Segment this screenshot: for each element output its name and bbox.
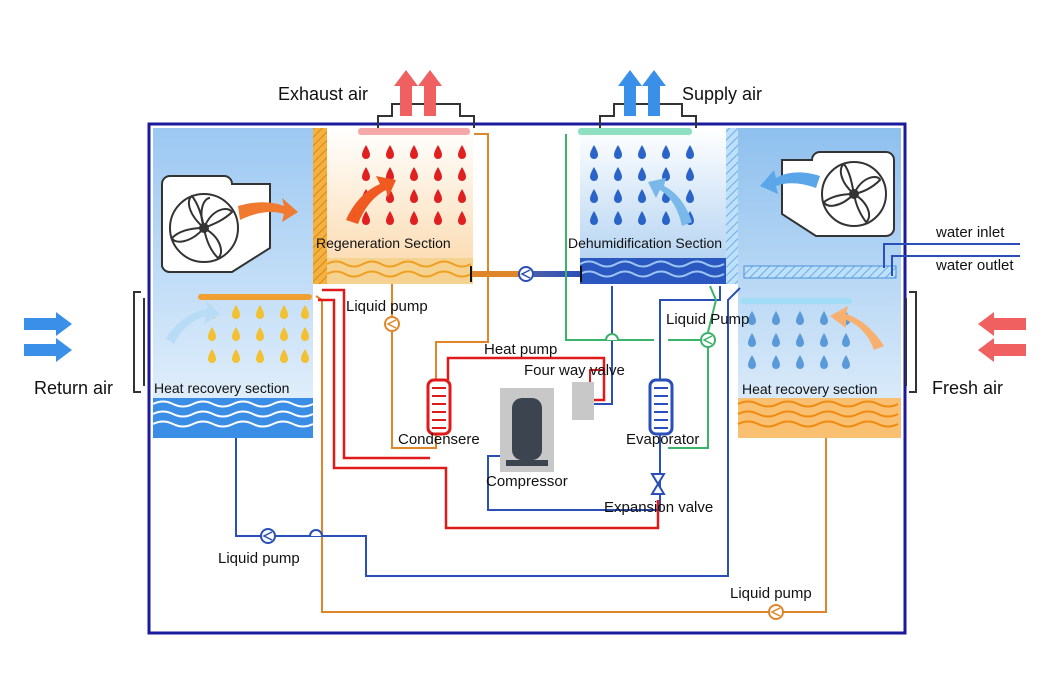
water-outlet-label: water outlet — [935, 257, 1014, 274]
supply-air-label: Supply air — [682, 84, 762, 104]
return-air-label: Return air — [34, 378, 113, 398]
fresh-air-label: Fresh air — [932, 378, 1003, 398]
evaporator-label: Evaporator — [626, 431, 699, 448]
green-crossover — [605, 333, 619, 341]
compressor-label: Compressor — [486, 473, 568, 490]
exhaust-air-arrows-icon — [394, 70, 442, 116]
four-way-valve-icon — [572, 382, 594, 420]
dehum-basin-waves — [579, 260, 725, 278]
left-basin-waves — [152, 400, 314, 428]
bottom-right-liquid-pump-label: Liquid pump — [730, 585, 812, 602]
regen-liquid-pump-icon — [384, 316, 400, 332]
dehum-solution-loop — [659, 286, 721, 380]
bottom-left-liquid-pump-icon — [260, 528, 276, 544]
dehum-liquid-pump-icon — [700, 332, 716, 348]
four-way-valve-label: Four way valve — [524, 362, 625, 379]
regen-pump-loop — [391, 284, 437, 449]
dehum-basin — [580, 258, 726, 284]
refrigerant-loop-upper — [322, 288, 606, 460]
expansion-valve-icon — [650, 473, 666, 495]
condenser-label: Condensere — [398, 431, 480, 448]
regen-flow-arrow — [346, 176, 396, 224]
regen-basin-waves — [326, 260, 472, 278]
left-spray-bar — [198, 294, 312, 300]
left-recovery-crossover — [309, 529, 323, 537]
evaporator-return-loop — [487, 432, 661, 511]
heat-recovery-left-label: Heat recovery section — [154, 380, 289, 396]
evaporator-coil-icon — [648, 378, 674, 436]
dehum-green-loop — [565, 134, 718, 449]
left-hatch-panel — [313, 128, 327, 284]
regen-spray-bar — [358, 128, 470, 135]
right-water-basin — [738, 398, 901, 438]
dehum-flow-arrow — [648, 178, 692, 226]
bottom-right-liquid-pump-icon — [768, 604, 784, 620]
water-outlet-pipe — [891, 255, 1020, 276]
regeneration-section-label: Regeneration Section — [316, 235, 451, 251]
compressor-icon — [500, 388, 554, 472]
water-inlet-label: water inlet — [935, 224, 1005, 241]
left-recovery-flow-arrow — [166, 300, 220, 344]
fresh-air-arrows-icon — [978, 312, 1026, 362]
four-way-blue-link — [592, 286, 613, 405]
exhaust-air-label: Exhaust air — [278, 84, 368, 104]
heat-recovery-right-label: Heat recovery section — [742, 381, 877, 397]
return-air-louver — [133, 291, 145, 393]
bottom-hot-loop — [315, 295, 827, 613]
right-spray-bar — [740, 298, 852, 304]
right-basin-waves — [737, 400, 899, 428]
supply-air-arrows-icon — [618, 70, 666, 116]
refrigerant-loop-lower — [318, 298, 660, 530]
right-fan-flow-arrow — [760, 170, 820, 194]
regen-basin — [327, 258, 473, 284]
fresh-air-louver — [905, 291, 917, 393]
left-fan-icon — [161, 175, 271, 273]
expansion-valve-label: Expansion valve — [604, 499, 713, 516]
dehum-spray-bar — [578, 128, 692, 135]
return-air-arrows-icon — [24, 312, 72, 362]
regen-solution-loop — [435, 133, 489, 382]
transfer-pump-icon — [518, 266, 534, 282]
heat-pump-label: Heat pump — [484, 341, 557, 358]
water-coil-tube — [743, 265, 897, 279]
right-recovery-flow-arrow — [830, 306, 884, 350]
bottom-left-liquid-pump-label: Liquid pump — [218, 550, 300, 567]
dehumidification-section-label: Dehumidification Section — [568, 235, 722, 251]
right-fan-icon — [781, 151, 895, 237]
four-way-red-link — [589, 369, 604, 382]
regen-liquid-pump-label: Liquid pump — [346, 298, 428, 315]
condenser-coil-icon — [426, 378, 452, 436]
left-recovery-loop — [235, 287, 741, 577]
water-inlet-pipe — [883, 243, 1020, 268]
right-hatch-panel — [726, 128, 738, 284]
left-fan-flow-arrow — [238, 198, 298, 222]
dehum-liquid-pump-label: Liquid Pump — [666, 311, 749, 328]
